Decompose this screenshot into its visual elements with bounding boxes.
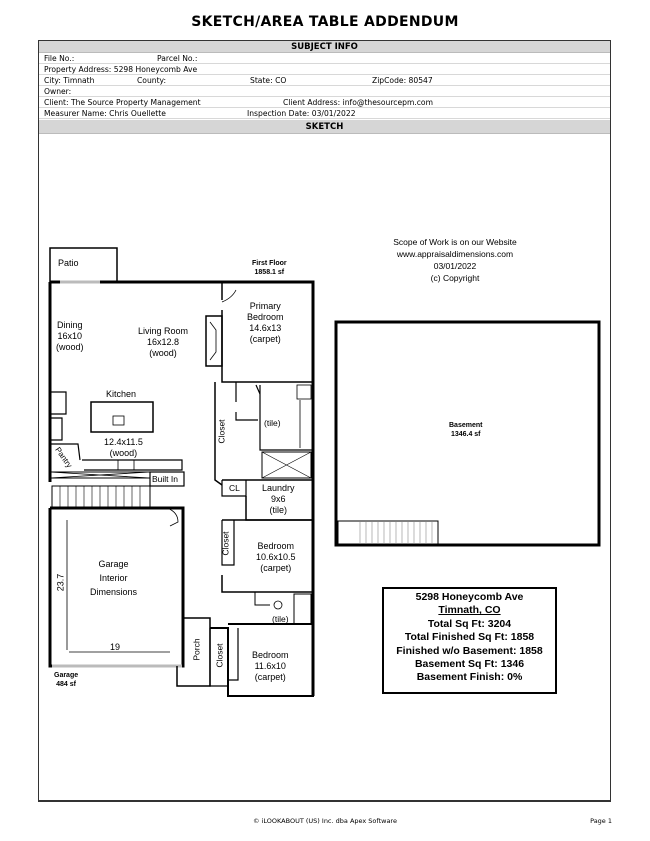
dining-size: 16x10 (57, 331, 83, 341)
porch-label: Porch (191, 638, 202, 661)
city: City: Timnath (44, 76, 95, 85)
info-row-file: File No.: Parcel No.: (39, 53, 610, 64)
garage-interior-line2: Interior (99, 573, 128, 583)
property-address: Property Address: 5298 Honeycomb Ave (44, 65, 198, 74)
area-summary-box: 5298 Honeycomb Ave Timnath, CO Total Sq … (382, 587, 557, 694)
client: Client: The Source Property Management (44, 98, 201, 107)
first-floor-area: 1858.1 sf (254, 269, 285, 276)
garage-area: 484 sf (56, 681, 76, 688)
info-row-measurer: Measurer Name: Chris Ouellette Inspectio… (39, 108, 610, 119)
laundry-name: Laundry (262, 483, 295, 493)
laundry-size: 9x6 (271, 494, 286, 504)
dining-floor: (wood) (56, 342, 84, 352)
info-row-address: Property Address: 5298 Honeycomb Ave (39, 64, 610, 75)
primary-bedroom-label: Primary Bedroom 14.6x13 (carpet) (247, 301, 284, 345)
summary-address: 5298 Honeycomb Ave (415, 591, 524, 603)
kitchen-size-label: 12.4x11.5 (wood) (104, 437, 143, 459)
measurer-name: Measurer Name: Chris Ouellette (44, 109, 166, 118)
inspection-date: Inspection Date: 03/01/2022 (247, 109, 356, 118)
basement-area: 1346.4 sf (450, 431, 481, 438)
bath2-label: (tile) (272, 614, 289, 624)
summary-basement-sqft: Basement Sq Ft: 1346 (414, 658, 525, 671)
garage-area-label: Garage 484 sf (54, 671, 78, 689)
summary-finished-wo-basement: Finished w/o Basement: 1858 (396, 644, 543, 657)
primary-size: 14.6x13 (249, 323, 282, 333)
bedroom2-floor: (carpet) (260, 563, 292, 573)
footer-copyright: © iLOOKABOUT (US) Inc. dba Apex Software (253, 817, 397, 825)
bedroom2-size: 10.6x10.5 (256, 552, 296, 562)
built-in-label: Built In (152, 474, 178, 484)
client-address: Client Address: info@thesourcepm.com (283, 98, 433, 107)
info-row-owner: Owner: (39, 86, 610, 97)
scope-of-work-note: Scope of Work is on our Website www.appr… (360, 236, 550, 284)
scope-website: www.appraisaldimensions.com (396, 249, 514, 259)
info-row-city: City: Timnath County: State: CO ZipCode:… (39, 75, 610, 86)
owner: Owner: (44, 87, 72, 96)
garage-name: Garage (54, 672, 79, 679)
garage-interior-line3: Dimensions (90, 587, 138, 597)
first-floor-label: First Floor 1858.1 sf (252, 259, 287, 277)
bedroom3-name: Bedroom (252, 650, 289, 660)
state: State: CO (250, 76, 287, 85)
summary-total-finished: Total Finished Sq Ft: 1858 (404, 631, 535, 644)
primary-closet-label: Closet (216, 419, 227, 444)
living-name: Living Room (138, 326, 189, 336)
bedroom2-name: Bedroom (257, 541, 295, 551)
laundry-label: Laundry 9x6 (tile) (262, 483, 295, 516)
patio-label: Patio (58, 258, 79, 268)
dining-label: Dining 16x10 (wood) (56, 320, 84, 353)
primary-name2: Bedroom (247, 312, 284, 322)
info-row-client: Client: The Source Property Management C… (39, 97, 610, 108)
garage-interior-line1: Garage (98, 559, 129, 569)
primary-name1: Primary (249, 301, 281, 311)
page-number: Page 1 (590, 817, 612, 825)
scope-line1: Scope of Work is on our Website (393, 237, 517, 247)
file-no: File No.: (44, 54, 75, 63)
bedroom2-label: Bedroom 10.6x10.5 (carpet) (256, 541, 296, 574)
bedroom3-floor: (carpet) (254, 672, 286, 682)
first-floor-name: First Floor (252, 260, 287, 267)
addendum-frame: SUBJECT INFO File No.: Parcel No.: Prope… (38, 40, 611, 802)
summary-total-sqft: Total Sq Ft: 3204 (427, 617, 512, 630)
primary-bath-label: (tile) (264, 418, 281, 428)
living-room-label: Living Room 16x12.8 (wood) (138, 326, 188, 359)
scope-copyright: (c) Copyright (430, 273, 480, 283)
dining-name: Dining (57, 320, 83, 330)
bedroom3-closet-label: Closet (214, 643, 225, 668)
document-title: SKETCH/AREA TABLE ADDENDUM (191, 14, 459, 30)
summary-basement-finish: Basement Finish: 0% (416, 671, 523, 684)
garage-width-dim: 19 (110, 642, 121, 652)
garage-height-dim: 23.7 (55, 573, 66, 592)
zipcode: ZipCode: 80547 (372, 76, 433, 85)
garage-interior-label: Garage Interior Dimensions (90, 557, 137, 599)
kitchen-floor: (wood) (109, 448, 138, 458)
sketch-header: SKETCH (39, 120, 610, 134)
summary-city: Timnath, CO (438, 604, 501, 617)
living-size: 16x12.8 (147, 337, 180, 347)
primary-floor: (carpet) (249, 334, 281, 344)
cl-label: CL (229, 483, 240, 493)
county: County: (137, 76, 167, 85)
subject-info-header: SUBJECT INFO (39, 41, 610, 53)
living-floor: (wood) (149, 348, 177, 358)
kitchen-label: Kitchen (106, 389, 137, 399)
basement-name: Basement (449, 422, 483, 429)
kitchen-size: 12.4x11.5 (104, 437, 143, 447)
scope-date: 03/01/2022 (433, 261, 477, 271)
basement-label: Basement 1346.4 sf (449, 421, 482, 439)
bedroom2-closet-label: Closet (220, 531, 231, 556)
parcel-no: Parcel No.: (157, 54, 198, 63)
bedroom3-label: Bedroom 11.6x10 (carpet) (252, 650, 289, 683)
laundry-floor: (tile) (269, 505, 288, 515)
bedroom3-size: 11.6x10 (254, 661, 286, 671)
